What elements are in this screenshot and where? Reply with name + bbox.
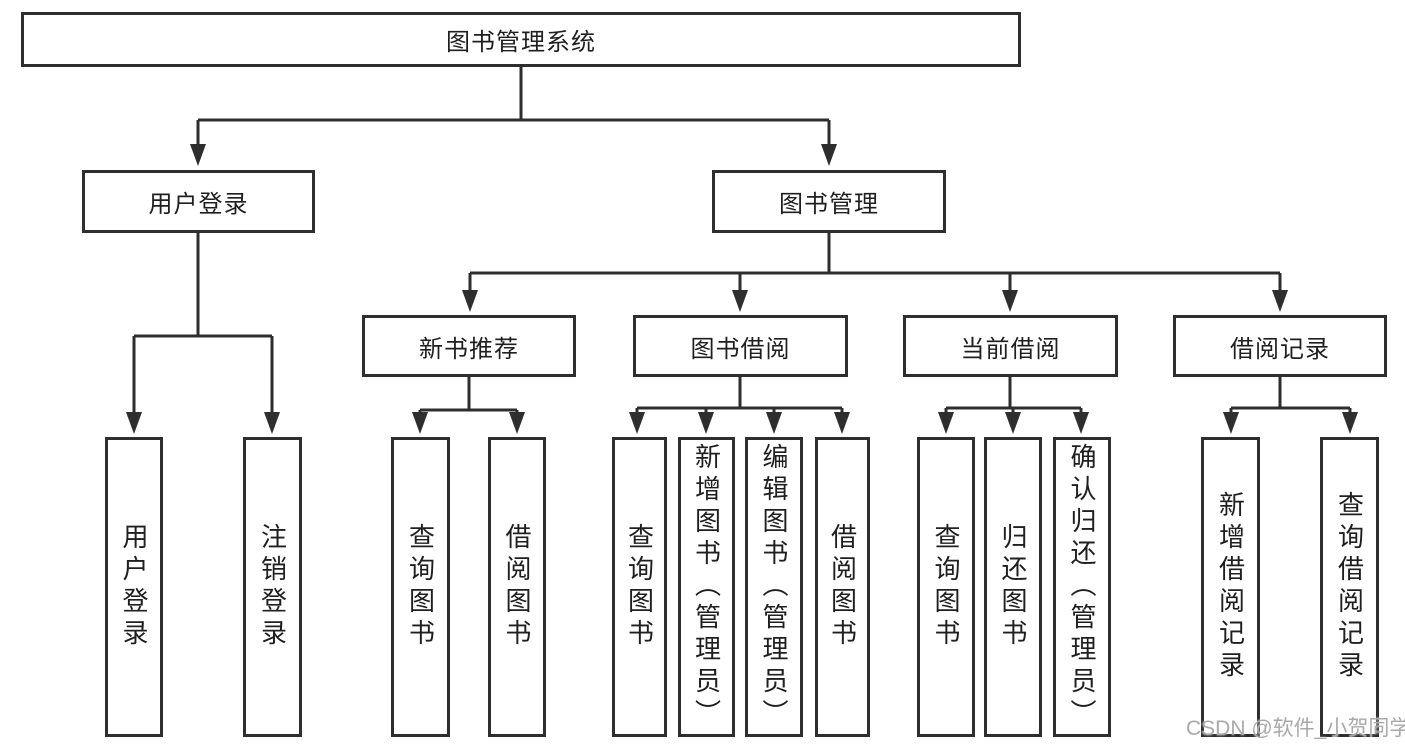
leaf-query-book-3: 查询图书: [917, 437, 975, 737]
leaf-borrow-book-2: 借阅图书: [815, 437, 870, 737]
node-label: 当前借阅: [960, 335, 1061, 363]
leaf-borrow-book-1: 借阅图书: [488, 437, 546, 737]
node-label: 图书借阅: [690, 335, 791, 363]
leaf-return-book: 归还图书: [984, 437, 1042, 737]
node-borrow-record: 借阅记录: [1173, 315, 1387, 377]
node-label: 归还图书: [998, 523, 1028, 651]
node-label: 确认归还（管理员）: [1067, 443, 1097, 731]
leaf-query-book-1: 查询图书: [391, 437, 450, 737]
node-label: 编辑图书（管理员）: [759, 443, 789, 731]
node-label: 新书推荐: [419, 335, 519, 363]
node-label: 借阅图书: [502, 523, 532, 651]
node-label: 查询借阅记录: [1334, 491, 1365, 683]
node-new-book-recommend: 新书推荐: [362, 315, 576, 377]
node-label: 图书管理系统: [446, 29, 596, 56]
node-label: 注销登录: [257, 523, 288, 651]
leaf-add-book-admin: 新增图书（管理员）: [678, 437, 735, 737]
node-label: 借阅图书: [827, 523, 858, 651]
node-current-borrow: 当前借阅: [903, 315, 1118, 377]
node-label: 用户登录: [148, 191, 249, 218]
node-book-management: 图书管理: [712, 170, 946, 233]
leaf-query-book-2: 查询图书: [612, 437, 667, 737]
node-label: 查询图书: [624, 523, 655, 651]
node-root-library-system: 图书管理系统: [21, 12, 1021, 67]
node-label: 查询图书: [405, 523, 436, 651]
leaf-logout: 注销登录: [243, 437, 302, 737]
leaf-query-borrow-record: 查询借阅记录: [1320, 437, 1379, 737]
node-label: 借阅记录: [1230, 335, 1330, 363]
node-label: 新增借阅记录: [1215, 491, 1246, 683]
node-label: 查询图书: [931, 523, 961, 651]
node-label: 新增图书（管理员）: [691, 443, 722, 731]
leaf-edit-book-admin: 编辑图书（管理员）: [745, 437, 803, 737]
arrowheads: [126, 144, 1358, 434]
node-book-borrow: 图书借阅: [633, 315, 848, 377]
csdn-watermark: CSDN @软件_小贺同学: [1186, 717, 1405, 740]
leaf-add-borrow-record: 新增借阅记录: [1201, 437, 1260, 737]
leaf-user-login: 用户登录: [105, 437, 163, 737]
node-label: 图书管理: [779, 191, 879, 218]
node-label: 用户登录: [119, 523, 149, 651]
node-user-login: 用户登录: [82, 170, 315, 233]
leaf-confirm-return-admin: 确认归还（管理员）: [1053, 437, 1111, 737]
